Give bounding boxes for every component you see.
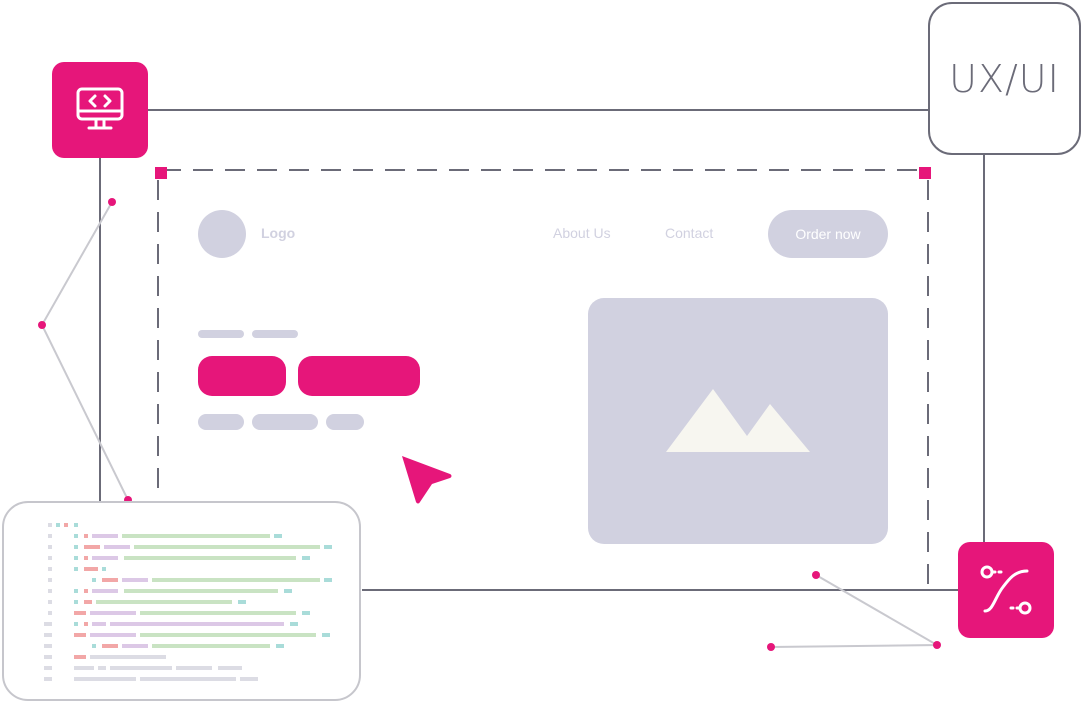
tag-placeholder <box>326 414 364 430</box>
tag-placeholder <box>198 414 244 430</box>
heading-placeholder <box>198 330 244 338</box>
connector-node <box>933 641 941 649</box>
code-lines <box>44 523 332 681</box>
logo-placeholder <box>198 210 246 258</box>
bezier-tile[interactable] <box>958 542 1054 638</box>
code-editor-panel <box>2 501 361 701</box>
connector-node <box>38 321 46 329</box>
tag-placeholder <box>252 414 318 430</box>
secondary-action-button[interactable] <box>298 356 420 396</box>
connector-node <box>108 198 116 206</box>
ux-ui-badge: UX/UI <box>928 2 1081 155</box>
bezier-curve-icon <box>980 565 1032 615</box>
heading-placeholder <box>252 330 298 338</box>
connector-node <box>767 643 775 651</box>
cursor-arrow-icon <box>402 456 452 504</box>
nav-contact[interactable]: Contact <box>665 225 714 241</box>
selection-handle-top-right[interactable] <box>919 167 931 179</box>
code-tile[interactable] <box>52 62 148 158</box>
hero-image-placeholder <box>588 298 888 544</box>
primary-action-button[interactable] <box>198 356 286 396</box>
left-connector <box>40 201 129 501</box>
selection-handle-top-left[interactable] <box>155 167 167 179</box>
order-now-button[interactable]: Order now <box>768 210 888 258</box>
code-monitor-icon <box>76 87 124 130</box>
image-placeholder-icon <box>666 389 810 452</box>
right-connector <box>770 574 941 648</box>
logo-label: Logo <box>261 225 296 241</box>
ux-ui-label: UX/UI <box>949 56 1060 101</box>
connector-node <box>812 571 820 579</box>
nav-about-us[interactable]: About Us <box>553 225 611 241</box>
